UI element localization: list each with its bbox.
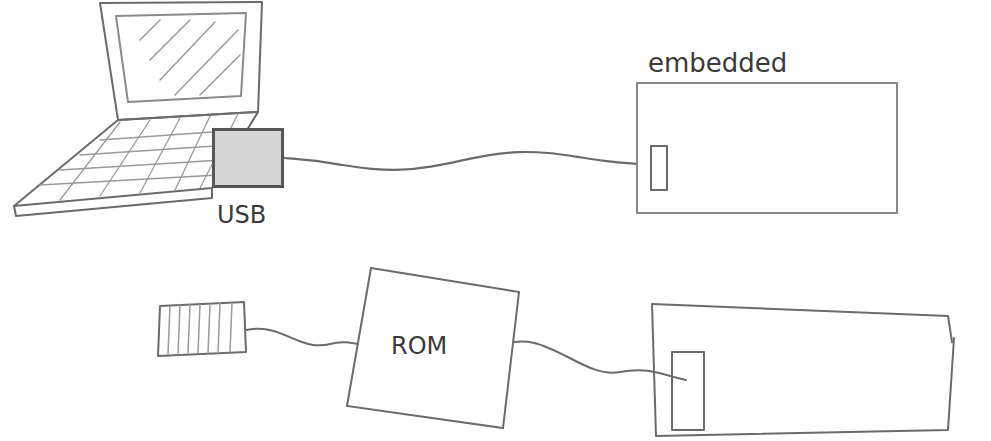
embedded-port — [651, 146, 667, 190]
rom-chip: ROM — [345, 266, 521, 432]
node-label: ROM — [391, 332, 447, 360]
node-label: USB — [217, 201, 266, 229]
rom-outline-path — [347, 268, 519, 428]
embedded-box: embedded — [636, 82, 898, 214]
wire — [496, 342, 686, 380]
node-label: embedded — [648, 48, 787, 78]
device-outline — [652, 304, 954, 436]
usb-plug — [158, 302, 246, 356]
wire — [246, 329, 368, 346]
cable — [284, 152, 636, 170]
usb-dongle: USB — [212, 128, 284, 188]
